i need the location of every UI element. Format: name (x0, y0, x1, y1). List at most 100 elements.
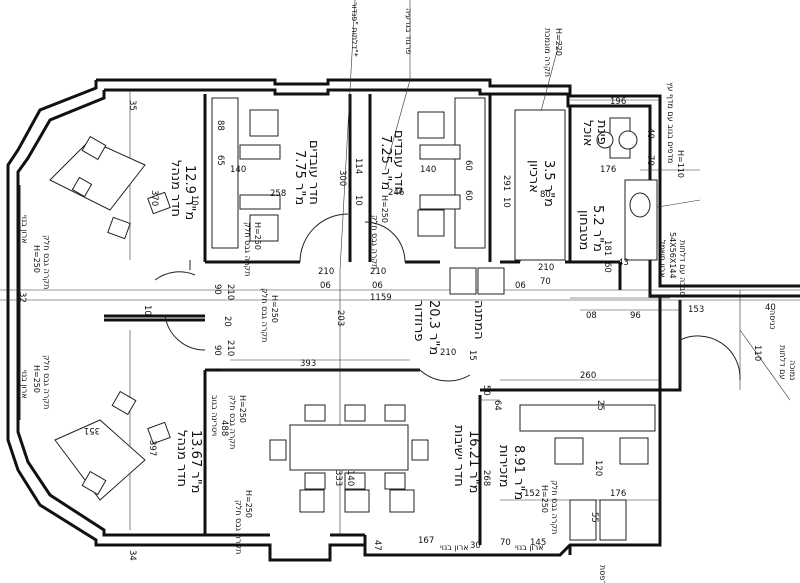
room-dining-sub: אוכל (580, 120, 595, 147)
note-ceiling-1: תקרה גבס חלק (42, 235, 51, 289)
dim-90b: 90 (212, 345, 222, 356)
dim-80: 80 (540, 190, 551, 200)
dim-70: 70 (645, 155, 655, 166)
dim-88: 88 (215, 120, 225, 131)
dim-291: 291 (501, 175, 511, 191)
note-grate: סבכה עם דלתות (678, 240, 687, 296)
dim-20: 20 (222, 316, 232, 327)
note-ceiling-5-h: H=250 (270, 295, 279, 323)
dim-35: 35 (127, 100, 137, 111)
room-staff-left-area: 7.75 מ"ר (292, 150, 307, 205)
room-manager-top-name: חדר מנהל (168, 160, 183, 217)
dim-210f: 210 (538, 263, 554, 273)
dim-176b: 176 (610, 489, 626, 499)
dim-25: 25 (595, 400, 605, 411)
note-ceiling-2-h: H=250 (32, 365, 41, 393)
room-manager-bottom-area: 13.67 מ"ר (188, 430, 203, 494)
dim-268: 268 (481, 470, 491, 486)
dim-65: 65 (215, 155, 225, 166)
dim-260: 260 (580, 371, 596, 381)
dim-110: 110 (752, 345, 762, 361)
dim-10b: 10 (353, 195, 363, 206)
note-entrance-3: נמוכה (788, 360, 797, 380)
room-labels: חדר מנהל 12.9 מ"ר חדר עובדים 7.75 מ"ר חד… (168, 120, 609, 500)
dim-55: 55 (589, 512, 599, 523)
room-corridor-area: 20.3 מ"ר (426, 300, 441, 355)
dim-210c: 210 (440, 348, 456, 358)
dim-370: 370 (149, 190, 159, 206)
note-partition: פרגוד בגרעיה (404, 8, 413, 54)
dim-64: 64 (492, 400, 502, 411)
note-entrance-2: עם דלתות (778, 345, 787, 379)
dim-70c: 70 (500, 538, 511, 548)
dim-10c: 10 (501, 197, 511, 208)
dim-333: 333 (333, 470, 343, 486)
room-kitchen-name: מטבחון (576, 210, 591, 250)
dim-34: 34 (127, 550, 137, 561)
dim-1159: 1159 (370, 293, 392, 303)
dim-153: 153 (688, 305, 704, 315)
room-meeting-name: חדר ישיבות (451, 425, 466, 487)
room-staff-right-name: חדר עובדים (391, 130, 406, 195)
note-ceiling-6-h: H=250 (540, 485, 549, 513)
dim-60b: 60 (463, 190, 473, 201)
room-meeting-area: 16.21 מ"ר (466, 430, 481, 494)
note-meeting-ceiling-h: H=250 (238, 395, 247, 423)
dim-40b: 40 (765, 303, 776, 313)
room-kitchen-area: 5.2 מ"ר (590, 205, 605, 252)
room-secretary-area: 8.91 מ"ר (511, 445, 526, 500)
dim-47: 47 (372, 540, 382, 551)
note-shelves-h: H=110 (676, 150, 685, 178)
note-ceiling-3: תקרה גבס חלק (243, 222, 252, 276)
dim-210a: 210 (225, 284, 235, 300)
room-archive-area: 3.5 מ"ר (541, 160, 556, 207)
dim-10d: 10 (142, 305, 152, 316)
dim-96: 96 (630, 311, 641, 321)
note-printer: מדפסת (598, 565, 607, 583)
dim-120: 120 (593, 460, 603, 476)
note-showcase: ויטרינה בגוב (210, 395, 219, 436)
dim-196: 196 (610, 97, 626, 107)
note-lowered-ceiling: תקרה מונמכת (543, 28, 552, 77)
note-lowered-ceiling-h: H=220 (554, 28, 563, 56)
dim-06c: 06 (515, 281, 526, 291)
dim-90a: 90 (212, 284, 222, 295)
dim-30: 30 (470, 541, 481, 551)
dim-114: 114 (353, 158, 363, 174)
dim-210d: 210 (318, 267, 334, 277)
dim-06a: 06 (320, 281, 331, 291)
furniture (49, 97, 658, 541)
note-electric-cabinet: ארון חשמל (658, 240, 667, 278)
dim-10a: 10 (189, 195, 199, 206)
notes: דלתות "פנדור"* פרגוד בגרעיה תקרה מונמכת … (20, 2, 797, 583)
dim-393: 393 (300, 359, 316, 369)
dim-210b: 210 (225, 340, 235, 356)
dimension-lines (0, 0, 800, 535)
dim-32: 32 (17, 292, 27, 303)
outer-walls (6, 78, 800, 562)
note-cupboard-1: ארון בנוי (440, 543, 469, 552)
note-ceiling-3-h: H=250 (253, 222, 262, 250)
room-archive-name: ארכיון (526, 160, 541, 193)
room-staff-left-name: חדר עובדים (306, 140, 321, 205)
dim-06b: 06 (372, 281, 383, 291)
note-cupboard-2: ארון בנוי (515, 543, 544, 552)
dim-210e: 210 (370, 267, 386, 277)
dim-181: 181 (602, 240, 612, 256)
dim-145: 145 (530, 538, 546, 548)
dim-203: 203 (335, 310, 345, 326)
dim-08: 08 (586, 311, 597, 321)
note-electric-size: 54X56X144 (668, 232, 677, 279)
note-built-cupboard-left-top: ארון בנוי (20, 215, 29, 244)
dim-60c: 60 (602, 262, 612, 273)
dim-397: 397 (147, 440, 157, 456)
dim-140c: 140 (345, 470, 355, 486)
room-secretary-name: מזכירות (496, 445, 511, 488)
dim-246: 246 (388, 188, 404, 198)
room-manager-bottom-name: חדר מנהל (174, 430, 189, 487)
dim-15: 15 (467, 350, 477, 361)
dimension-values: 35 370 10 65 88 140 258 300 114 10 246 1… (17, 97, 776, 561)
dim-50: 50 (481, 385, 491, 396)
room-staff-right-area: 7.25 מ"ר (378, 135, 393, 190)
